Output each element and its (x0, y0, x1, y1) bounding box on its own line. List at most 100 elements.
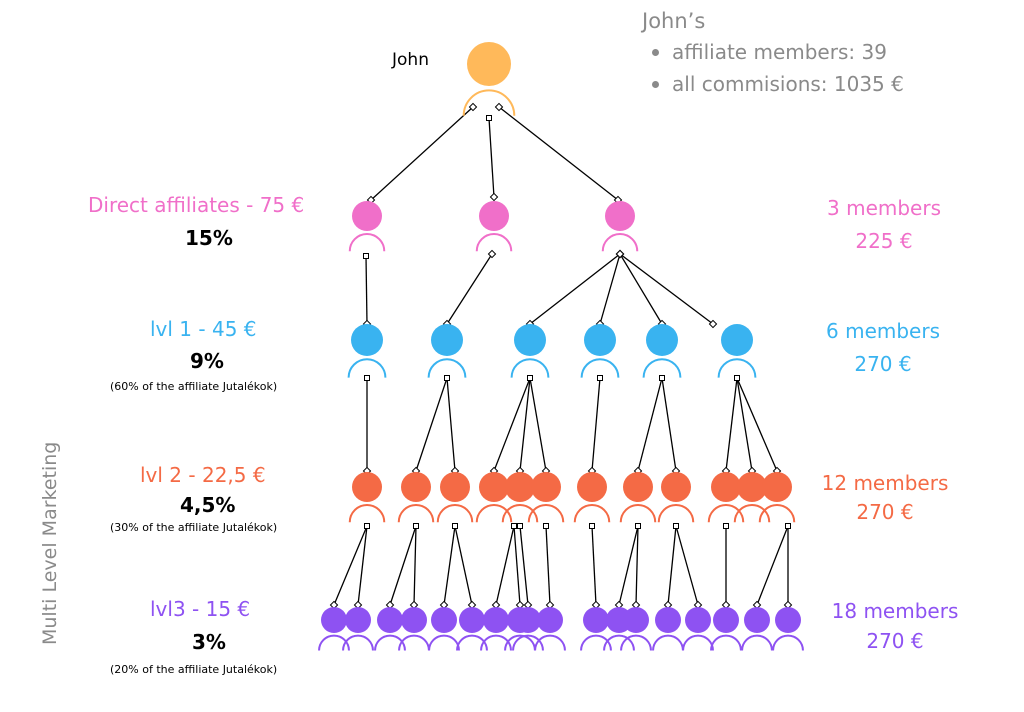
connector-line (591, 525, 597, 606)
direct-percent: 15% (185, 226, 233, 250)
lvl2-affiliate-icon (573, 472, 611, 523)
lvl1-affiliate-icon (510, 324, 550, 378)
lvl1-affiliate-icon (580, 324, 620, 378)
connector-line (495, 525, 515, 606)
connector-lines (329, 102, 793, 610)
connector-line (370, 106, 474, 201)
connector-line (591, 377, 601, 472)
connector-end (783, 600, 793, 610)
side-title: Multi Level Marketing (39, 441, 61, 645)
connector-line (415, 377, 448, 472)
connector-line (365, 255, 368, 325)
summary-box: John’s affiliate members: 39 all commisi… (642, 6, 904, 100)
lvl2-note: (30% of the affiliate Jutalékok) (110, 521, 278, 534)
lvl3-affiliate-icon (620, 607, 652, 651)
root-person-icon (462, 42, 516, 116)
direct-title: Direct affiliates - 75 € (88, 193, 305, 217)
lvl1-member-count: 6 members (826, 319, 940, 343)
connector-end (494, 102, 504, 112)
connector-line (599, 253, 621, 325)
lvl2-affiliate-icon (707, 472, 745, 523)
lvl2-members: 12 members 270 € (805, 469, 965, 527)
direct-members: 3 members 225 € (814, 192, 954, 258)
lvl2-affiliate-icon (436, 472, 474, 523)
lvl2-affiliate-icon (733, 472, 771, 523)
lvl2-affiliate-icon (657, 472, 695, 523)
connector-line (389, 525, 417, 606)
connector-line (736, 377, 778, 472)
lvl3-affiliate-icon (741, 607, 773, 651)
connector-line (661, 377, 677, 472)
lvl3-affiliate-icon (534, 607, 566, 651)
lvl1-members: 6 members 270 € (813, 315, 953, 381)
lvl1-amount: 270 € (854, 352, 912, 376)
lvl3-affiliate-icon (342, 607, 374, 651)
connector-end (517, 523, 523, 529)
connector-line (446, 377, 456, 472)
root-name: John (392, 50, 429, 70)
lvl3-percent: 3% (192, 630, 226, 654)
lvl2-affiliate-icon (619, 472, 657, 523)
lvl2-affiliate-icon (501, 472, 539, 523)
summary-list: affiliate members: 39 all commisions: 10… (642, 36, 904, 100)
lvl2-affiliate-icon (758, 472, 796, 523)
connector-end (708, 319, 718, 329)
lvl3-affiliate-icon (398, 607, 430, 651)
lvl1-note: (60% of the affiliate Jutalékok) (110, 380, 278, 393)
summary-members: affiliate members: 39 (642, 36, 904, 68)
connector-end (409, 600, 419, 610)
connector-line (454, 525, 473, 606)
lvl3-affiliate-icon (580, 607, 612, 651)
connector-end (439, 600, 449, 610)
direct-member-count: 3 members (827, 196, 941, 220)
lvl3-affiliate-icon (652, 607, 684, 651)
lvl1-title: lvl 1 - 45 € (150, 317, 257, 341)
connector-end (353, 600, 363, 610)
connector-line (736, 377, 753, 472)
lvl3-affiliate-icon (710, 607, 742, 651)
lvl3-note: (20% of the affiliate Jutalékok) (110, 663, 278, 676)
connector-end (693, 600, 703, 610)
connector-end (545, 600, 555, 610)
connector-end (413, 523, 419, 529)
lvl3-affiliate-icon (772, 607, 804, 651)
connector-end (659, 375, 665, 381)
connector-end (364, 523, 370, 529)
lvl2-amount: 270 € (856, 500, 914, 524)
connector-line (619, 253, 663, 325)
lvl2-member-count: 12 members (821, 471, 949, 495)
connector-end (614, 600, 624, 610)
lvl1-affiliate-icon (347, 324, 387, 378)
lvl3-affiliate-icon (480, 607, 512, 651)
connector-end (385, 600, 395, 610)
people-icons (318, 42, 804, 651)
connector-end (467, 600, 477, 610)
connector-line (498, 106, 619, 201)
lvl2-affiliate-icon (475, 472, 513, 523)
lvl2-percent: 4,5% (180, 493, 236, 517)
connector-end (364, 375, 370, 381)
lvl2-affiliate-icon (527, 472, 565, 523)
connector-line (756, 525, 789, 606)
direct-amount: 225 € (855, 229, 913, 253)
connector-line (725, 377, 738, 472)
connector-line (529, 253, 621, 325)
direct-affiliate-icon (475, 201, 513, 252)
connector-end (589, 523, 595, 529)
connector-end (734, 375, 740, 381)
lvl3-affiliate-icon (456, 607, 488, 651)
lvl1-affiliate-icon (427, 324, 467, 378)
connector-line (357, 525, 368, 606)
connector-end (511, 523, 517, 529)
connector-line (488, 117, 495, 198)
connector-end (523, 600, 533, 610)
connector-end (489, 192, 499, 202)
connector-line (667, 525, 677, 606)
lvl3-affiliate-icon (682, 607, 714, 651)
connector-end (487, 249, 497, 259)
connector-end (486, 115, 492, 121)
connector-line (446, 253, 493, 325)
connector-end (597, 375, 603, 381)
connector-line (635, 525, 639, 606)
